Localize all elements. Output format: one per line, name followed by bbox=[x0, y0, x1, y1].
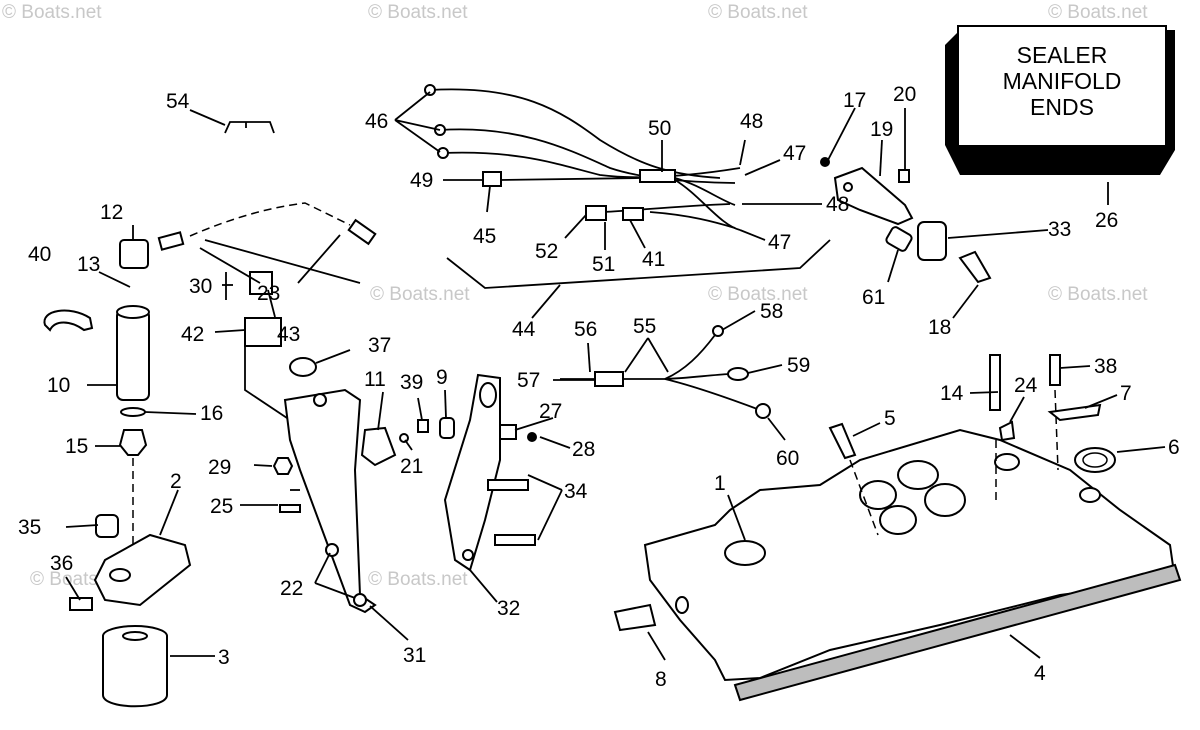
bushing-61 bbox=[885, 226, 913, 252]
leader-lines bbox=[65, 91, 1166, 661]
clamp-40 bbox=[43, 309, 94, 332]
callout-46: 46 bbox=[365, 110, 388, 133]
bracket-31 bbox=[283, 388, 377, 614]
watermark: © Boats.net bbox=[1048, 284, 1148, 305]
bracket-19 bbox=[820, 157, 914, 226]
callout-40: 40 bbox=[28, 243, 51, 266]
callout-32: 32 bbox=[497, 597, 520, 620]
callout-19: 19 bbox=[870, 118, 893, 141]
watermark: © Boats.net bbox=[370, 284, 470, 305]
sealer-line-2: MANIFOLD bbox=[1003, 68, 1122, 94]
callout-31: 31 bbox=[403, 644, 426, 667]
callout-60: 60 bbox=[776, 447, 799, 470]
callout-29: 29 bbox=[208, 456, 231, 479]
callout-23: 23 bbox=[257, 282, 280, 305]
callout-36: 36 bbox=[50, 552, 73, 575]
callout-27: 27 bbox=[539, 400, 562, 423]
callout-30: 30 bbox=[189, 275, 212, 298]
switch-42 bbox=[244, 317, 282, 347]
gasket-4 bbox=[733, 563, 1182, 702]
callout-37: 37 bbox=[368, 334, 391, 357]
fuel-pump-10 bbox=[116, 309, 150, 401]
callout-33: 33 bbox=[1048, 218, 1071, 241]
callout-49: 49 bbox=[410, 169, 433, 192]
callout-45: 45 bbox=[473, 225, 496, 248]
bolt-18 bbox=[958, 250, 992, 284]
callout-51: 51 bbox=[592, 253, 615, 276]
callout-6: 6 bbox=[1168, 436, 1180, 459]
clip-54 bbox=[224, 121, 275, 134]
callout-48b: 48 bbox=[826, 193, 849, 216]
callout-2: 2 bbox=[170, 470, 182, 493]
sealer-line-1: SEALER bbox=[1017, 42, 1108, 68]
callout-59: 59 bbox=[787, 354, 810, 377]
callout-57: 57 bbox=[517, 369, 540, 392]
callout-44: 44 bbox=[512, 318, 536, 341]
callout-25: 25 bbox=[210, 495, 233, 518]
callout-52: 52 bbox=[535, 240, 558, 263]
callout-61: 61 bbox=[862, 286, 885, 309]
callout-47b: 47 bbox=[768, 231, 791, 254]
watermark: © Boats.net bbox=[1048, 2, 1148, 23]
callout-34: 34 bbox=[564, 480, 588, 503]
callout-58: 58 bbox=[760, 300, 783, 323]
callout-14: 14 bbox=[940, 382, 964, 405]
callout-5: 5 bbox=[884, 407, 896, 430]
callout-labels: 54 46 50 48 47 49 45 48 47 52 51 41 44 1… bbox=[18, 83, 1180, 691]
callout-56: 56 bbox=[574, 318, 597, 341]
callout-41: 41 bbox=[642, 248, 665, 271]
callout-12: 12 bbox=[100, 201, 123, 224]
callout-39: 39 bbox=[400, 371, 423, 394]
oil-filter-3 bbox=[102, 636, 168, 708]
sealer-line-3: ENDS bbox=[1030, 94, 1094, 120]
sender-wiring-55 bbox=[560, 325, 771, 419]
callout-1: 1 bbox=[714, 472, 726, 495]
callout-54: 54 bbox=[166, 90, 190, 113]
callout-10: 10 bbox=[47, 374, 70, 397]
watermark: © Boats.net bbox=[368, 2, 468, 23]
callout-16: 16 bbox=[200, 402, 223, 425]
callout-47a: 47 bbox=[783, 142, 806, 165]
callout-20: 20 bbox=[893, 83, 916, 106]
callout-55: 55 bbox=[633, 315, 656, 338]
fuel-line-23 bbox=[119, 202, 377, 284]
callout-35: 35 bbox=[18, 516, 41, 539]
intake-manifold-1 bbox=[643, 428, 1177, 682]
callout-50: 50 bbox=[648, 117, 671, 140]
callout-28: 28 bbox=[572, 438, 595, 461]
callout-9: 9 bbox=[436, 366, 448, 389]
callout-48a: 48 bbox=[740, 110, 763, 133]
block-33 bbox=[917, 221, 947, 261]
watermark: © Boats.net bbox=[2, 2, 102, 23]
sender-8 bbox=[613, 603, 657, 632]
relay-43 bbox=[249, 271, 273, 295]
callout-4: 4 bbox=[1034, 662, 1046, 685]
watermark: © Boats.net bbox=[708, 284, 808, 305]
callout-26: 26 bbox=[1095, 209, 1118, 232]
callout-7: 7 bbox=[1120, 382, 1132, 405]
sensor-11 bbox=[360, 426, 397, 467]
callout-43: 43 bbox=[277, 323, 300, 346]
watermark: © Boats.net bbox=[368, 569, 468, 590]
callout-17: 17 bbox=[843, 89, 866, 112]
callout-3: 3 bbox=[218, 646, 230, 669]
part-shapes bbox=[43, 84, 1182, 708]
callout-21: 21 bbox=[400, 455, 423, 478]
callout-22: 22 bbox=[280, 577, 303, 600]
adapter-2 bbox=[93, 533, 192, 607]
wiring-harness-50 bbox=[424, 84, 741, 231]
callout-8: 8 bbox=[655, 668, 667, 691]
fitting-15 bbox=[118, 429, 148, 456]
callout-24: 24 bbox=[1014, 374, 1038, 397]
callout-11: 11 bbox=[364, 368, 386, 391]
callout-42: 42 bbox=[181, 323, 204, 346]
callout-15: 15 bbox=[65, 435, 88, 458]
sealer-box: SEALER MANIFOLD ENDS bbox=[945, 25, 1175, 205]
callout-18: 18 bbox=[928, 316, 951, 339]
callout-38: 38 bbox=[1094, 355, 1117, 378]
callout-13: 13 bbox=[77, 253, 100, 276]
watermark: © Boats.net bbox=[708, 2, 808, 23]
